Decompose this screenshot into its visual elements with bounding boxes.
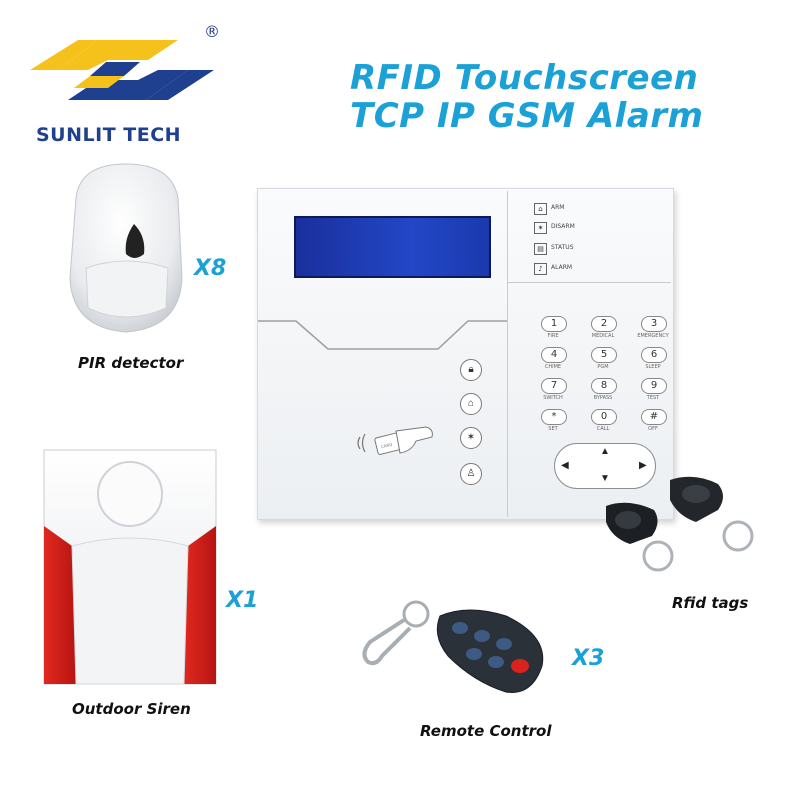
keypad-sub-8: BYPASS	[593, 395, 613, 401]
rfid-reader-icon	[357, 426, 433, 455]
keypad-sub-0: CALL	[596, 426, 610, 432]
keypad-key-5[interactable]: 5	[591, 347, 617, 363]
status-button-arm[interactable]: ⌂ ARM	[534, 202, 624, 216]
title-line-1: RFID Touchscreen	[350, 58, 699, 98]
bell-icon: ♪	[534, 263, 547, 275]
keypad-key-1[interactable]: 1	[541, 316, 567, 332]
brand-name: SUNLIT TECH	[36, 124, 182, 146]
remote-quantity: X3	[572, 646, 605, 671]
pir-detector-image	[62, 158, 190, 338]
brand-logo	[28, 30, 218, 120]
lcd-display	[294, 216, 491, 278]
status-button-disarm[interactable]: ✶ DISARM	[534, 221, 624, 235]
panel-divider-horizontal	[508, 282, 671, 283]
remote-caption: Remote Control	[420, 722, 552, 740]
keypad-key-6[interactable]: 6	[641, 347, 667, 363]
keypad-sub-7: SWITCH	[543, 395, 563, 401]
arrow-down-icon[interactable]: ▼	[600, 473, 610, 484]
keypad-key-2[interactable]: 2	[591, 316, 617, 332]
keypad-sub-6: SLEEP	[645, 364, 661, 370]
rfid-caption: Rfid tags	[672, 594, 749, 612]
title-line-2: TCP IP GSM Alarm	[350, 96, 704, 136]
keypad-sub-9: TEST	[646, 395, 660, 401]
star-icon[interactable]: ✶	[460, 427, 482, 449]
keypad-key-0[interactable]: 0	[591, 409, 617, 425]
arrow-left-icon[interactable]: ◀	[561, 460, 569, 471]
keypad-key-7[interactable]: 7	[541, 378, 567, 394]
keypad-sub-5: PGM	[597, 364, 609, 370]
pir-caption: PIR detector	[78, 354, 184, 372]
siren-caption: Outdoor Siren	[72, 700, 191, 718]
lock-icon[interactable]: 🔒︎	[460, 359, 482, 381]
keypad-sub-3: EMERGENCY	[637, 333, 669, 339]
star-icon: ✶	[534, 222, 547, 234]
keypad-key-star[interactable]: *	[541, 409, 567, 425]
document-icon: ▤	[534, 243, 547, 255]
rfid-tags-image	[598, 470, 768, 580]
keypad-key-3[interactable]: 3	[641, 316, 667, 332]
arrow-up-icon[interactable]: ▲	[600, 446, 610, 457]
panel-divider-vertical	[507, 191, 508, 517]
home-icon[interactable]: ⌂	[460, 393, 482, 415]
keypad-sub-2: MEDICAL	[591, 333, 615, 339]
status-button-status[interactable]: ▤ STATUS	[534, 242, 624, 256]
keypad-sub-hash: OFF	[648, 426, 658, 432]
person-icon[interactable]: ♙	[460, 463, 482, 485]
keypad-sub-1: FIRE	[547, 333, 559, 339]
pir-quantity: X8	[194, 256, 227, 281]
alarm-panel: ⌂ ARM ✶ DISARM ▤ STATUS ♪ ALARM 1 FIRE 2…	[257, 188, 674, 520]
panel-trim-line	[258, 320, 507, 350]
siren-image	[42, 446, 218, 688]
siren-quantity: X1	[226, 588, 259, 613]
keypad-key-9[interactable]: 9	[641, 378, 667, 394]
keypad-sub-4: CHIME	[544, 364, 562, 370]
keypad-key-hash[interactable]: #	[641, 409, 667, 425]
registered-mark: ®	[204, 22, 220, 41]
home-icon: ⌂	[534, 203, 547, 215]
keypad-key-4[interactable]: 4	[541, 347, 567, 363]
status-button-alarm[interactable]: ♪ ALARM	[534, 262, 624, 276]
brand-logo-mark	[30, 40, 214, 100]
keypad-key-8[interactable]: 8	[591, 378, 617, 394]
arrow-right-icon[interactable]: ▶	[639, 460, 647, 471]
keypad-sub-star: SET	[548, 426, 558, 432]
remote-control-image	[356, 596, 556, 702]
navigation-pad[interactable]: ▲ ▼ ◀ ▶	[554, 443, 656, 489]
